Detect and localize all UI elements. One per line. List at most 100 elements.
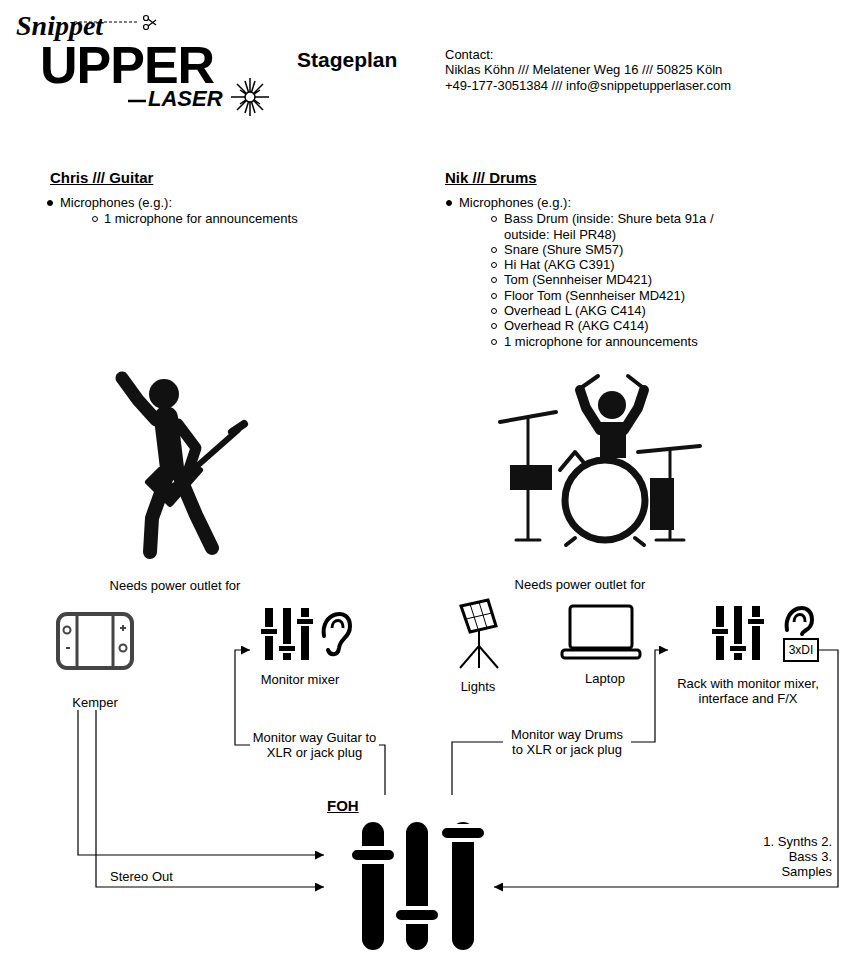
contact-address: Niklas Köhn /// Melatener Weg 16 /// 508… [445,62,722,78]
lights-icon-part [460,630,498,668]
list-subitem: 1 microphone for announcements [504,334,698,350]
node-label: Rack with monitor mixer, interface and F… [668,676,828,706]
drummer-figure-part [624,390,644,430]
guitarist-figure-part [149,379,179,409]
foh-mixer-icon-part [394,908,440,922]
list-bullets-part [492,324,497,329]
monitor-mixer-icon-part [324,614,350,654]
monitor-mixer-icon-part [301,608,309,660]
list-subitem: Overhead L (AKG C414) [504,303,646,319]
rack-icon-part [747,618,765,625]
rack-icon-part [729,645,747,652]
guitarist-figure-part [188,430,238,474]
logo-decoration-part [148,19,156,26]
contact-heading: Contact: [445,47,493,63]
channel-list-label: 1. Synths 2. Bass 3. Samples [752,834,834,879]
node-label: FOH [327,797,359,815]
signal-label: Stereo Out [108,869,175,884]
monitor-mixer-icon [260,608,350,660]
foh-mixer-icon-part [362,822,384,950]
node-label: Monitor mixer [250,672,350,687]
list-subitem: Tom (Sennheiser MD421) [504,272,652,288]
device-lights: Lights [440,598,516,694]
monitor-mixer-icon-part [296,618,314,625]
guitarist-figure-part [178,424,196,472]
laptop-icon-part [570,606,632,648]
monitor-way-label: Monitor way Guitar to XLR or jack plug [250,730,379,760]
list-bullets-part [93,217,98,222]
list-subitem: Overhead R (AKG C414) [504,318,649,334]
list-bullets-part [492,263,497,268]
logo-decoration-part [144,16,149,21]
guitarist-figure [122,378,244,552]
logo-decoration-part [144,25,149,30]
device-kemper: Kemper [46,610,144,710]
foh-mixer: FOH [324,795,494,955]
list-bullets-part [447,201,452,206]
drummer-figure [500,376,700,545]
guitarist-figure-part [122,378,156,420]
list-bullets-part [492,278,497,283]
musician-heading: Chris /// Guitar [50,169,153,187]
lights-icon-part [466,602,492,629]
kemper-icon-part [64,627,71,634]
monitor-mixer-icon-part [278,645,296,652]
monitor-way-label: Monitor way Drums to XLR or jack plug [503,727,631,757]
node-label: Laptop [560,671,650,686]
drummer-figure-part [566,538,644,545]
foh-mixer-icon-part [440,826,486,840]
drummer-figure-part [565,460,645,540]
monitor-mixer-icon-part [260,628,278,635]
signal-connector [494,650,838,887]
list-bullets [48,201,497,345]
list-subitem: Bass Drum (inside: Shure beta 91a / outs… [504,211,736,242]
guitarist-figure-part [148,470,200,504]
list-bullets-part [492,217,497,222]
kemper-icon [58,614,132,668]
drummer-figure-part [580,390,600,430]
logo-wordmark: UPPER [40,36,214,94]
list-item: Microphones (e.g.): [60,195,172,211]
foh-mixer-icon-part [350,848,396,862]
drummer-figure-part [510,465,552,490]
rack-icon-part [752,606,760,660]
signal-connector [235,650,385,795]
laptop-icon-part [562,650,640,658]
node-label: Kemper [46,695,144,710]
foh-mixer-icon [350,822,486,950]
rack-icon-part [794,615,805,623]
page-title: Stageplan [297,47,397,73]
list-bullets-part [492,248,497,253]
di-box: 3xDI [783,638,819,662]
logo-subline: LASER [148,86,223,112]
node-label: 3xDI [785,642,817,658]
list-subitem: Hi Hat (AKG C391) [504,257,615,273]
guitarist-figure-part [232,424,244,432]
guitarist-figure-part [166,418,172,468]
list-bullets-part [48,201,53,206]
laptop-icon [562,606,640,658]
lights-icon [460,600,498,668]
monitor-mixer-icon-part [332,621,343,629]
lights-icon-part [461,600,496,632]
list-bullets-part [492,340,497,345]
drummer-figure-part [650,478,674,530]
kemper-icon-part [77,616,113,666]
list-bullets-part [492,309,497,314]
list-item: Microphones (e.g.): [459,195,571,211]
device-rack: Rack with monitor mixer, interface and F… [668,600,828,706]
list-subitem: 1 microphone for announcements [104,211,298,227]
power-note: Needs power outlet for [105,578,245,594]
logo-decoration-part [245,92,255,102]
list-bullets-part [492,294,497,299]
rack-icon-part [711,628,729,635]
power-note: Needs power outlet for [510,577,650,593]
rack-icon-part [787,608,812,634]
device-monitor-mixer: Monitor mixer [250,603,350,687]
kemper-icon-part [120,645,127,652]
node-label: Lights [440,679,516,694]
logo-decoration-part [231,78,269,116]
